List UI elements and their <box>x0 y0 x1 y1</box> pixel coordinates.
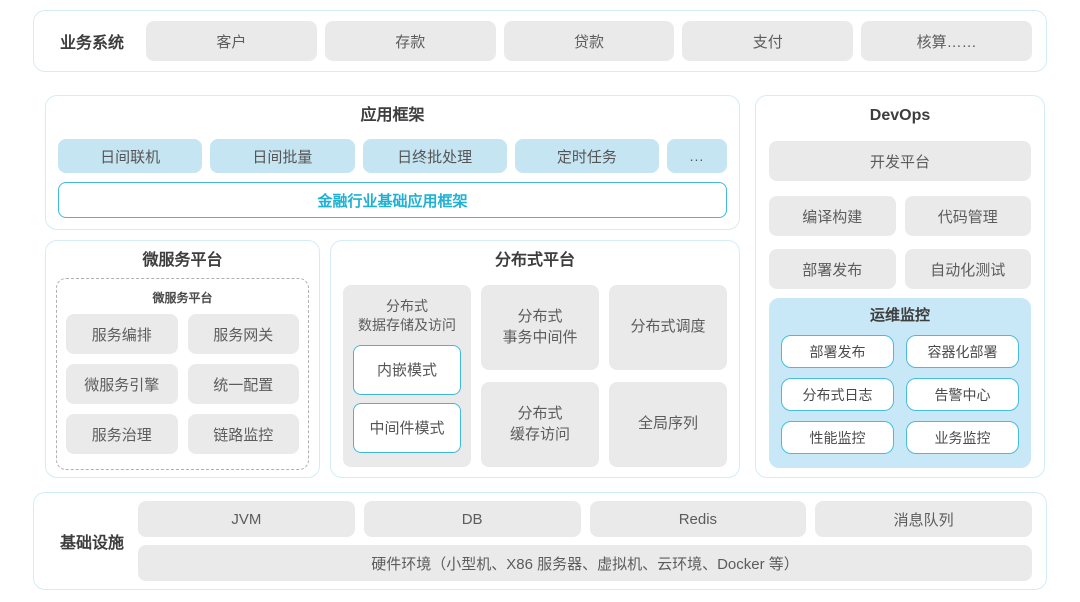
micro-item-config: 统一配置 <box>187 364 299 404</box>
infra-jvm-box: JVM <box>138 501 355 537</box>
hardware-environment-box: 硬件环境（小型机、X86 服务器、虚拟机、云环境、Docker 等） <box>138 545 1032 581</box>
infrastructure-content: JVM DB Redis 消息队列 硬件环境（小型机、X86 服务器、虚拟机、云… <box>138 501 1032 581</box>
monitor-container-box: 容器化部署 <box>906 335 1019 368</box>
infra-db-box: DB <box>363 501 581 537</box>
infrastructure-row: JVM DB Redis 消息队列 <box>138 501 1032 537</box>
devops-panel: DevOps 开发平台 编译构建 代码管理 部署发布 自动化测试 运维监控 部署… <box>755 95 1045 478</box>
distributed-scheduling-box: 分布式调度 <box>609 285 727 370</box>
middleware-mode-box: 中间件模式 <box>353 402 461 453</box>
app-framework-items: 日间联机 日间批量 日终批处理 定时任务 ... <box>58 139 727 173</box>
micro-item-gateway: 服务网关 <box>187 314 299 354</box>
monitor-deploy-box: 部署发布 <box>781 335 894 368</box>
distributed-grid: 分布式 数据存储及访问 内嵌模式 中间件模式 分布式 事务中间件 分布式调度 分… <box>343 285 727 467</box>
microservice-title: 微服务平台 <box>142 252 223 269</box>
infrastructure-label: 基础设施 <box>59 535 124 552</box>
finance-base-framework-box: 金融行业基础应用框架 <box>58 182 727 218</box>
distributed-cache-box: 分布式 缓存访问 <box>481 382 599 467</box>
micro-item-engine: 微服务引擎 <box>66 364 178 404</box>
devops-grid: 编译构建 代码管理 部署发布 自动化测试 <box>769 196 1031 289</box>
app-item-more: ... <box>667 139 727 173</box>
devops-autotest-box: 自动化测试 <box>904 249 1031 289</box>
devops-deploy-box: 部署发布 <box>769 249 896 289</box>
monitor-business-box: 业务监控 <box>906 421 1019 454</box>
devops-title: DevOps <box>869 107 931 124</box>
micro-item-tracing: 链路监控 <box>187 414 299 454</box>
app-framework-title: 应用框架 <box>360 107 425 124</box>
business-systems-panel: 业务系统 客户 存款 贷款 支付 核算…… <box>33 10 1047 72</box>
app-item-daytime-batch: 日间批量 <box>210 139 355 173</box>
distributed-storage-box: 分布式 数据存储及访问 内嵌模式 中间件模式 <box>343 285 471 467</box>
infrastructure-panel: 基础设施 JVM DB Redis 消息队列 硬件环境（小型机、X86 服务器、… <box>33 492 1047 590</box>
business-systems-label: 业务系统 <box>59 35 124 52</box>
ops-monitoring-panel: 运维监控 部署发布 容器化部署 分布式日志 告警中心 性能监控 业务监控 <box>769 298 1031 468</box>
business-item-payment: 支付 <box>682 21 854 61</box>
business-item-customer: 客户 <box>146 21 317 61</box>
monitor-alert-box: 告警中心 <box>906 378 1019 411</box>
microservice-grid: 服务编排 服务网关 微服务引擎 统一配置 服务治理 链路监控 <box>66 314 299 454</box>
dev-platform-box: 开发平台 <box>769 141 1031 181</box>
distributed-transaction-box: 分布式 事务中间件 <box>481 285 599 370</box>
devops-build-box: 编译构建 <box>769 196 896 236</box>
global-sequence-box: 全局序列 <box>609 382 727 467</box>
infra-redis-box: Redis <box>589 501 807 537</box>
microservice-panel: 微服务平台 微服务平台 服务编排 服务网关 微服务引擎 统一配置 服务治理 链路… <box>45 240 320 478</box>
microservice-inner-box: 微服务平台 服务编排 服务网关 微服务引擎 统一配置 服务治理 链路监控 <box>56 278 309 470</box>
business-item-loan: 贷款 <box>503 21 675 61</box>
devops-code-mgmt-box: 代码管理 <box>904 196 1031 236</box>
micro-item-governance: 服务治理 <box>66 414 178 454</box>
embedded-mode-box: 内嵌模式 <box>353 344 461 395</box>
business-item-deposit: 存款 <box>324 21 496 61</box>
ops-monitoring-title: 运维监控 <box>869 307 930 324</box>
ops-monitoring-grid: 部署发布 容器化部署 分布式日志 告警中心 性能监控 业务监控 <box>781 335 1019 454</box>
distributed-panel: 分布式平台 分布式 数据存储及访问 内嵌模式 中间件模式 分布式 事务中间件 分… <box>330 240 740 478</box>
distributed-storage-label: 分布式 数据存储及访问 <box>358 298 456 333</box>
distributed-title: 分布式平台 <box>494 252 575 269</box>
micro-item-orchestration: 服务编排 <box>66 314 178 354</box>
microservice-inner-title: 微服务平台 <box>152 291 213 305</box>
app-item-eod-batch: 日终批处理 <box>362 139 507 173</box>
infra-mq-box: 消息队列 <box>815 501 1032 537</box>
app-item-scheduled-task: 定时任务 <box>514 139 659 173</box>
app-item-daytime-online: 日间联机 <box>58 139 203 173</box>
app-framework-panel: 应用框架 日间联机 日间批量 日终批处理 定时任务 ... 金融行业基础应用框架 <box>45 95 740 230</box>
business-item-accounting: 核算…… <box>861 21 1032 61</box>
monitor-logs-box: 分布式日志 <box>781 378 894 411</box>
monitor-performance-box: 性能监控 <box>781 421 894 454</box>
